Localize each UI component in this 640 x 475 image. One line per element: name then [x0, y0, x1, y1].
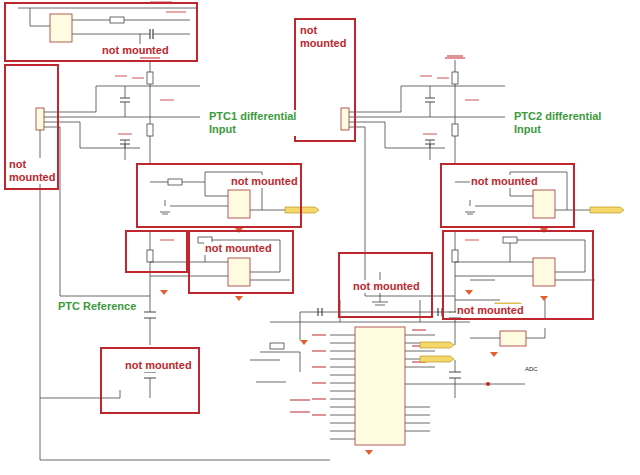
- component-body: [500, 331, 526, 346]
- net-flag: [420, 356, 454, 362]
- note-text: not mounted: [101, 44, 170, 57]
- note-text: not mounted: [8, 158, 56, 184]
- dnp-box: not mounted: [442, 230, 594, 320]
- dnp-box: not mounted: [188, 230, 294, 294]
- wire-line: [150, 29, 153, 39]
- wire-line: [40, 130, 330, 460]
- wire-line: [405, 335, 525, 431]
- dnp-box: not mounted: [440, 163, 575, 228]
- component-body: [270, 343, 284, 349]
- dnp-box: not mounted: [338, 252, 433, 318]
- section-label: PTC2 differential Input: [513, 110, 615, 136]
- wire-line: [318, 308, 442, 316]
- component-body: [126, 231, 187, 272]
- section-label: PTC Reference: [57, 300, 137, 313]
- note-text: not mounted: [352, 280, 421, 293]
- note-text: not mounted: [299, 24, 353, 50]
- section-label: PTC1 differential Input: [208, 110, 310, 136]
- wire-line: [330, 335, 355, 439]
- component-body: [50, 14, 72, 42]
- note-text: not mounted: [204, 242, 273, 255]
- net-flag: [420, 342, 454, 348]
- note-text: not mounted: [456, 304, 525, 317]
- dnp-box: not mounted: [4, 2, 198, 62]
- wire-line: [300, 340, 498, 455]
- symbol-group: [18, 2, 196, 48]
- dnp-box: not mounted: [136, 163, 302, 228]
- dnp-box: not mounted: [4, 64, 59, 190]
- junction-dot: [486, 382, 490, 386]
- wire-line: [290, 330, 426, 415]
- dnp-box: not mounted: [100, 347, 200, 414]
- note-text: not mounted: [124, 359, 193, 372]
- wire-line: [18, 8, 196, 46]
- note-text: not mounted: [470, 175, 539, 188]
- note-text: not mounted: [230, 175, 299, 188]
- component-body: [355, 327, 405, 445]
- symbol-group: [250, 300, 545, 445]
- component-body: [110, 17, 124, 23]
- part-label: ADC: [524, 366, 539, 373]
